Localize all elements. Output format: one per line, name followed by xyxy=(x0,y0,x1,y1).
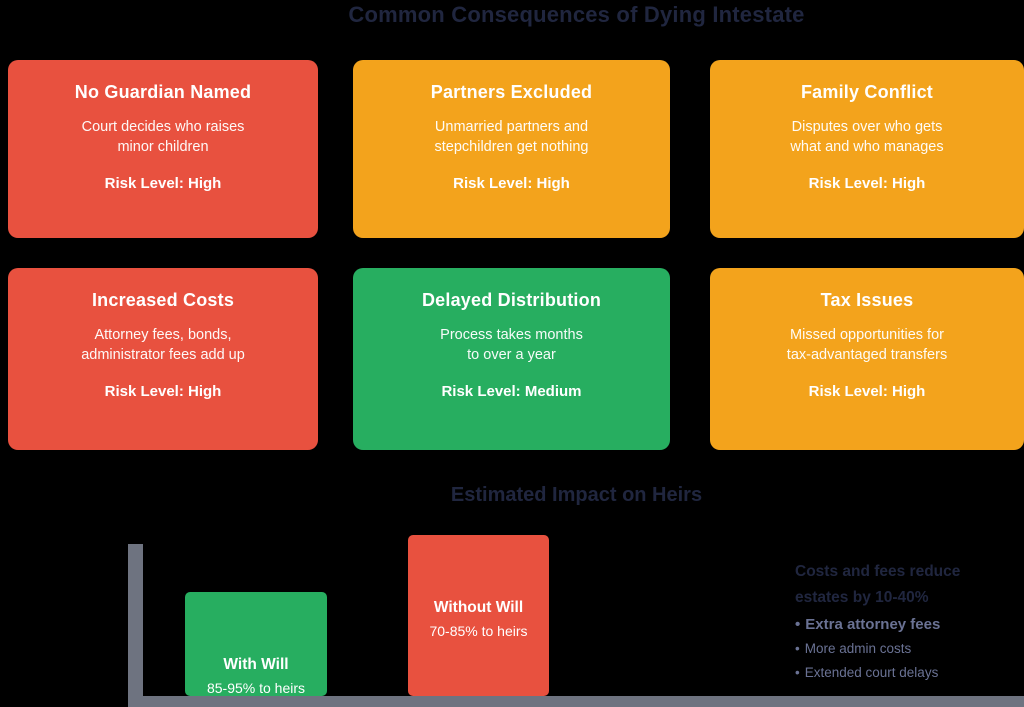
card-description-line: Unmarried partners and xyxy=(434,119,589,135)
card-title: Family Conflict xyxy=(800,82,933,102)
card-title: Increased Costs xyxy=(91,290,235,310)
card-description-line: Disputes over who gets xyxy=(791,119,943,135)
card-description-line: to over a year xyxy=(467,347,556,363)
risk-card-delayed-distribution: Delayed Distribution Process takes month… xyxy=(353,268,670,450)
card-description: Missed opportunities for tax-advantaged … xyxy=(787,325,947,365)
risk-level-label: Risk Level: High xyxy=(453,175,570,192)
bullet-dot: • xyxy=(795,665,800,680)
bar-with-will: With Will 85-95% to heirs xyxy=(185,592,327,696)
annotation-bullet: •Extra attorney fees xyxy=(795,617,1019,632)
card-description: Court decides who raises minor children xyxy=(82,117,245,157)
annotation-headline-line: estates by 10-40% xyxy=(795,589,929,606)
card-description-line: what and who manages xyxy=(790,139,944,155)
bar-value-label: 70-85% to heirs xyxy=(429,623,528,639)
card-title: No Guardian Named xyxy=(74,82,252,102)
card-description: Unmarried partners and stepchildren get … xyxy=(435,117,589,157)
risk-card-tax-issues: Tax Issues Missed opportunities for tax-… xyxy=(710,268,1024,450)
risk-level-label: Risk Level: Medium xyxy=(441,383,582,400)
chart-y-axis xyxy=(128,544,143,707)
annotation-bullet: • Extended court delays xyxy=(795,665,1019,680)
risk-level-label: Risk Level: High xyxy=(808,175,926,192)
bar-without-will: Without Will 70-85% to heirs xyxy=(408,535,549,696)
card-description: Process takes months to over a year xyxy=(440,325,583,365)
card-description-line: tax-advantaged transfers xyxy=(786,347,948,363)
annotation-bullet-text: More admin costs xyxy=(804,641,912,656)
card-title: Delayed Distribution xyxy=(421,290,602,310)
risk-level-label: Risk Level: High xyxy=(808,383,926,400)
bar-label-group: Without Will 70-85% to heirs xyxy=(408,599,549,639)
card-description: Attorney fees, bonds, administrator fees… xyxy=(81,325,245,365)
annotation-bullet-list: •Extra attorney fees •More admin costs •… xyxy=(795,617,1019,680)
bullet-dot: • xyxy=(795,616,801,633)
card-description-line: Missed opportunities for xyxy=(790,327,944,343)
card-description-line: Attorney fees, bonds, xyxy=(94,327,232,343)
risk-level-label: Risk Level: High xyxy=(104,175,222,192)
card-description-line: administrator fees add up xyxy=(81,347,245,363)
annotation-bullet-text: Extra attorney fees xyxy=(805,616,941,633)
annotation-bullet-text: Extended court delays xyxy=(804,665,939,680)
bullet-dot: • xyxy=(795,641,800,656)
risk-card-family-conflict: Family Conflict Disputes over who gets w… xyxy=(710,60,1024,238)
card-title: Partners Excluded xyxy=(430,82,593,102)
card-description-line: Process takes months xyxy=(440,327,583,343)
bar-value-label: 85-95% to heirs xyxy=(206,680,306,696)
annotation-bullet: • More admin costs xyxy=(795,641,1019,656)
chart-title: Estimated Impact on Heirs xyxy=(450,484,703,506)
risk-level-label: Risk Level: High xyxy=(104,383,222,400)
card-description: Disputes over who gets what and who mana… xyxy=(790,117,943,157)
annotation-headline-line: Costs and fees reduce xyxy=(795,563,961,580)
risk-card-no-guardian: No Guardian Named Court decides who rais… xyxy=(8,60,318,238)
page-title: Common Consequences of Dying Intestate xyxy=(348,2,805,27)
card-title: Tax Issues xyxy=(820,290,914,310)
chart-x-axis xyxy=(128,696,1024,707)
card-description-line: minor children xyxy=(117,139,209,155)
card-description-line: stepchildren get nothing xyxy=(434,139,589,155)
risk-card-partners-excluded: Partners Excluded Unmarried partners and… xyxy=(353,60,670,238)
bar-label-group: With Will 85-95% to heirs xyxy=(185,656,327,696)
bar-label: Without Will xyxy=(433,599,524,616)
bar-label: With Will xyxy=(223,656,289,673)
chart-annotation-block: Costs and fees reduce estates by 10-40% … xyxy=(795,562,1019,689)
card-description-line: Court decides who raises xyxy=(81,119,245,135)
risk-card-increased-costs: Increased Costs Attorney fees, bonds, ad… xyxy=(8,268,318,450)
